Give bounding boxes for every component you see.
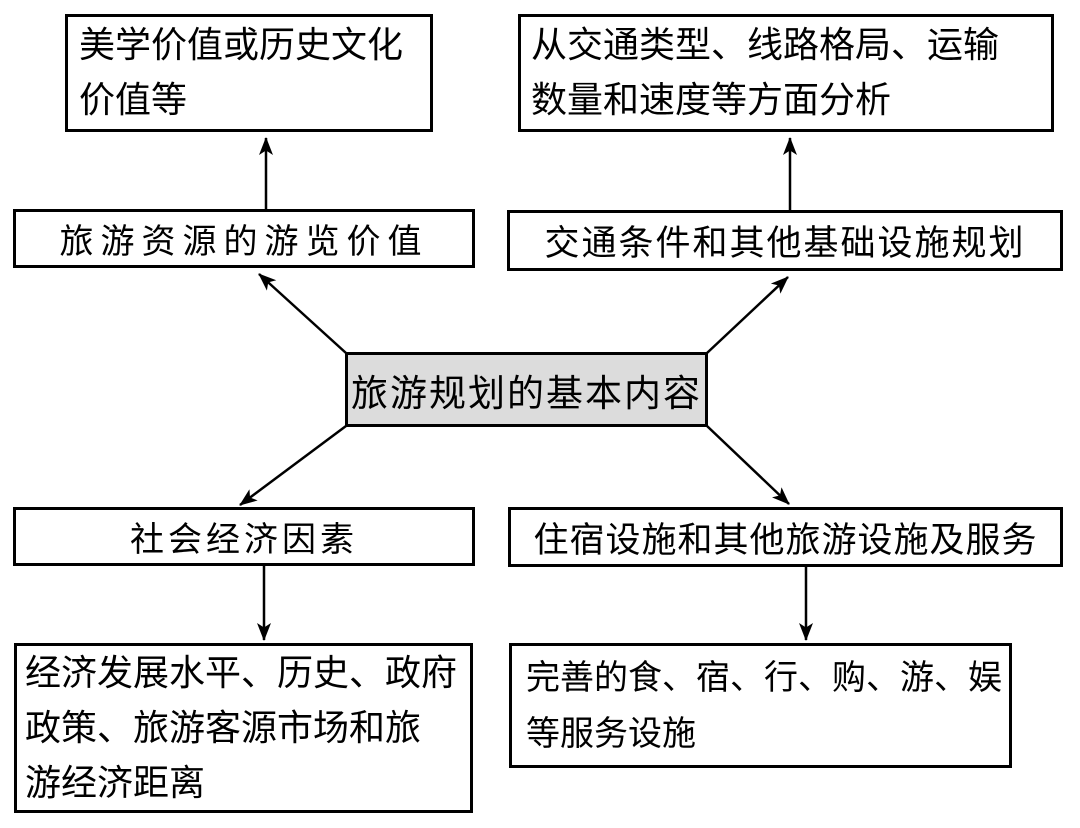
- node-text-line: 政策、旅游客源市场和旅: [25, 707, 422, 749]
- node-tour-value: 旅游资源的游览价值: [13, 209, 475, 268]
- node-economy-detail: 经济发展水平、历史、政府 政策、旅游客源市场和旅 游经济距离: [14, 643, 473, 813]
- node-label: 社会经济因素: [130, 520, 358, 560]
- node-text-line: 完善的食、宿、行、购、游、娱: [526, 657, 1002, 698]
- node-accommodation-services: 住宿设施和其他旅游设施及服务: [508, 507, 1063, 567]
- node-text-line: 价值等: [79, 80, 188, 121]
- arrow-center-to-tourvalue: [258, 273, 347, 354]
- node-text-line: 数量和速度等方面分析: [531, 80, 892, 121]
- arrow-center-to-accommodation: [706, 425, 790, 505]
- node-label: 住宿设施和其他旅游设施及服务: [533, 520, 1038, 561]
- node-text-line: 从交通类型、线路格局、运输: [531, 25, 1000, 66]
- node-text-line: 等服务设施: [526, 713, 696, 754]
- node-transport-analysis: 从交通类型、线路格局、运输 数量和速度等方面分析: [518, 14, 1054, 132]
- arrow-center-to-infrastructure: [706, 276, 789, 354]
- node-aesthetic-historic-value: 美学价值或历史文化 价值等: [65, 14, 433, 132]
- node-services-detail: 完善的食、宿、行、购、游、娱 等服务设施: [509, 643, 1012, 768]
- node-center-topic: 旅游规划的基本内容: [345, 352, 708, 427]
- node-label: 旅游资源的游览价值: [59, 222, 429, 262]
- node-text-line: 美学价值或历史文化: [79, 25, 404, 66]
- arrow-center-to-socioeconomic: [239, 424, 347, 507]
- node-label: 旅游规划的基本内容: [351, 371, 702, 415]
- node-infrastructure-planning: 交通条件和其他基础设施规划: [507, 210, 1063, 271]
- node-text-line: 游经济距离: [25, 762, 206, 804]
- node-text-line: 经济发展水平、历史、政府: [25, 652, 458, 694]
- node-label: 交通条件和其他基础设施规划: [544, 224, 1026, 264]
- node-socioeconomic-factors: 社会经济因素: [13, 507, 475, 566]
